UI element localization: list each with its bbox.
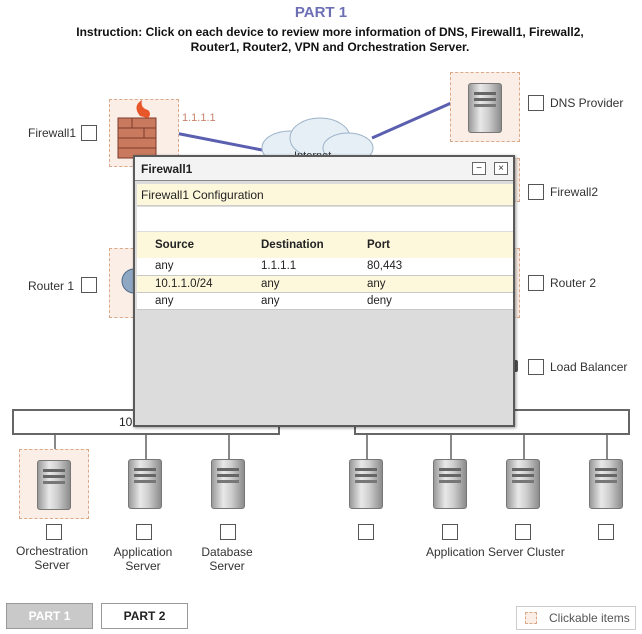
application-checkbox[interactable] bbox=[136, 524, 152, 540]
database-checkbox[interactable] bbox=[220, 524, 236, 540]
cell-source: any bbox=[137, 258, 261, 276]
cell-destination: any bbox=[261, 292, 367, 310]
firewall1-popup: Firewall1 − × Firewall1 Configuration So… bbox=[133, 155, 515, 427]
network-label: 10 bbox=[119, 415, 133, 429]
cluster-server-3-icon[interactable] bbox=[506, 459, 540, 509]
database-label: Database Server bbox=[186, 545, 268, 573]
table-row: 10.1.1.0/24 any any bbox=[137, 275, 513, 293]
col-source: Source bbox=[137, 232, 261, 258]
col-destination: Destination bbox=[261, 232, 367, 258]
clickable-swatch bbox=[525, 612, 537, 624]
rules-table: Source Destination Port any 1.1.1.1 80,4… bbox=[137, 232, 513, 310]
instruction-line-1: Instruction: Click on each device to rev… bbox=[76, 25, 584, 39]
page-title: PART 1 bbox=[294, 4, 348, 21]
part1-button[interactable]: PART 1 bbox=[6, 603, 93, 629]
router2-label: Router 2 bbox=[550, 276, 597, 290]
orchestration-label-line2: Server bbox=[34, 558, 70, 572]
legend: Clickable items bbox=[516, 606, 636, 630]
cell-destination: any bbox=[261, 275, 367, 293]
firewall2-label: Firewall2 bbox=[550, 185, 599, 199]
minimize-button[interactable]: − bbox=[472, 162, 486, 175]
router2-checkbox[interactable] bbox=[528, 275, 544, 291]
database-label-line1: Database bbox=[201, 545, 253, 559]
popup-subtitle: Firewall1 Configuration bbox=[137, 184, 513, 206]
database-server-icon[interactable] bbox=[211, 459, 245, 509]
database-label-line2: Server bbox=[209, 559, 245, 573]
load-balancer-label: Load Balancer bbox=[550, 360, 628, 374]
legend-label: Clickable items bbox=[549, 611, 630, 625]
popup-title: Firewall1 bbox=[135, 157, 513, 181]
instruction-text: Instruction: Click on each device to rev… bbox=[70, 25, 590, 55]
cell-port: any bbox=[367, 275, 513, 293]
application-label-line2: Server bbox=[125, 559, 161, 573]
firewall1-checkbox[interactable] bbox=[81, 125, 97, 141]
part2-button[interactable]: PART 2 bbox=[101, 603, 188, 629]
popup-blank-row bbox=[137, 207, 513, 231]
cell-port: 80,443 bbox=[367, 258, 513, 276]
application-server-icon[interactable] bbox=[128, 459, 162, 509]
server-icon bbox=[468, 83, 502, 133]
cluster-checkbox-2[interactable] bbox=[442, 524, 458, 540]
application-label-line1: Application bbox=[113, 545, 173, 559]
dns-checkbox[interactable] bbox=[528, 95, 544, 111]
cell-source: 10.1.1.0/24 bbox=[137, 275, 261, 293]
cluster-server-2-icon[interactable] bbox=[433, 459, 467, 509]
cluster-server-4-icon[interactable] bbox=[589, 459, 623, 509]
instruction-line-2: Router1, Router2, VPN and Orchestration … bbox=[190, 40, 470, 54]
table-row: any any deny bbox=[137, 292, 513, 310]
cell-destination: 1.1.1.1 bbox=[261, 258, 367, 276]
link-internet-dns bbox=[371, 98, 459, 140]
cluster-label: Application Server Cluster bbox=[426, 545, 565, 559]
table-row: any 1.1.1.1 80,443 bbox=[137, 258, 513, 276]
cluster-server-1-icon[interactable] bbox=[349, 459, 383, 509]
load-balancer-checkbox[interactable] bbox=[528, 359, 544, 375]
firewall1-ip: 1.1.1.1 bbox=[182, 112, 216, 124]
orchestration-server-device[interactable] bbox=[19, 449, 89, 519]
link-firewall1-internet bbox=[169, 130, 263, 152]
firewall2-checkbox[interactable] bbox=[528, 184, 544, 200]
cluster-checkbox-1[interactable] bbox=[358, 524, 374, 540]
cluster-checkbox-4[interactable] bbox=[598, 524, 614, 540]
cell-source: any bbox=[137, 292, 261, 310]
orchestration-label: Orchestration Server bbox=[4, 544, 100, 572]
cluster-checkbox-3[interactable] bbox=[515, 524, 531, 540]
application-label: Application Server bbox=[100, 545, 186, 573]
orchestration-label-line1: Orchestration bbox=[15, 544, 89, 558]
table-header: Source Destination Port bbox=[137, 232, 513, 258]
firewall1-label: Firewall1 bbox=[28, 126, 77, 140]
col-port: Port bbox=[367, 232, 513, 258]
cell-port: deny bbox=[367, 292, 513, 310]
router1-label: Router 1 bbox=[28, 279, 75, 293]
close-button[interactable]: × bbox=[494, 162, 508, 175]
dns-label: DNS Provider bbox=[550, 96, 624, 110]
dns-device[interactable] bbox=[450, 72, 520, 142]
router1-checkbox[interactable] bbox=[81, 277, 97, 293]
orchestration-checkbox[interactable] bbox=[46, 524, 62, 540]
server-icon bbox=[37, 460, 71, 510]
